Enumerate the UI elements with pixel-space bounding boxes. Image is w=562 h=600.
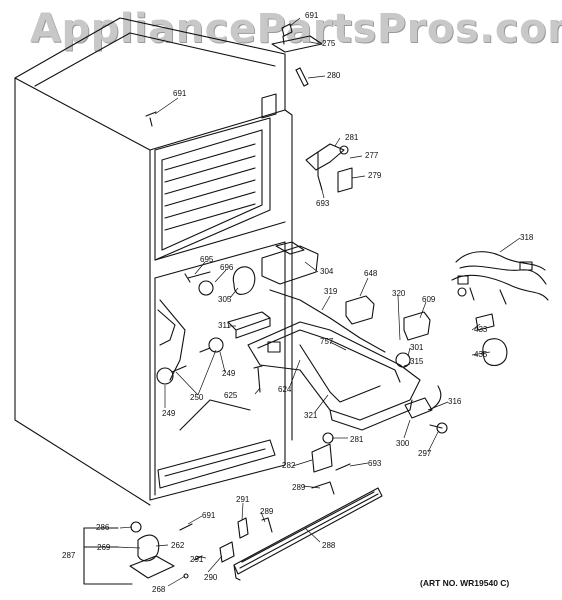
part-label: 625 (224, 391, 238, 400)
part-label: 269 (97, 543, 111, 552)
part-label: 289 (260, 507, 274, 516)
part-labels: 691 275 280 691 281 277 279 693 318 695 696 304 648 3… (62, 11, 534, 594)
part-label: 321 (304, 411, 318, 420)
part-label: 291 (190, 555, 204, 564)
part-label: 624 (278, 385, 292, 394)
part-label: 291 (236, 495, 250, 504)
top-parts (145, 23, 353, 193)
part-label: 281 (345, 133, 359, 142)
part-label: 316 (448, 397, 462, 406)
left-small-parts (156, 266, 263, 393)
part-label: 249 (222, 369, 236, 378)
part-label: 433 (474, 325, 488, 334)
refrigerator-cabinet (14, 17, 293, 506)
part-label: 300 (396, 439, 410, 448)
part-label: 609 (422, 295, 436, 304)
part-label: 691 (305, 11, 319, 20)
part-label: 268 (152, 585, 166, 594)
control-housing (227, 241, 508, 434)
part-label: 277 (365, 151, 379, 160)
wiring-harness (451, 251, 549, 305)
part-label: 693 (368, 459, 382, 468)
part-label: 280 (327, 71, 341, 80)
part-label: 279 (368, 171, 382, 180)
part-label: 691 (173, 89, 187, 98)
part-label: 297 (418, 449, 432, 458)
part-label: 320 (392, 289, 406, 298)
part-label: 250 (190, 393, 204, 402)
toe-grille (179, 487, 383, 581)
leader-lines (115, 17, 521, 587)
part-label: 695 (200, 255, 214, 264)
part-label: 435 (474, 350, 488, 359)
part-label: 262 (171, 541, 185, 550)
part-label: 289 (292, 483, 306, 492)
part-label: 275 (322, 39, 336, 48)
part-label: 319 (324, 287, 338, 296)
part-label: 318 (520, 233, 534, 242)
art-number: (ART NO. WR19540 C) (420, 578, 510, 588)
part-label: 304 (320, 267, 334, 276)
part-label: 281 (350, 435, 364, 444)
lower-right-parts (311, 432, 351, 495)
part-label: 286 (96, 523, 110, 532)
part-label: 305 (218, 295, 232, 304)
watermark-logo: AppliancePartsPros.com (30, 6, 562, 52)
part-label: 287 (62, 551, 76, 560)
part-label: 282 (282, 461, 296, 470)
part-label: 696 (220, 263, 234, 272)
part-label: 290 (204, 573, 218, 582)
part-label: 311 (218, 321, 231, 330)
part-label: 288 (322, 541, 336, 550)
part-label: 249 (162, 409, 176, 418)
part-label: 757 (320, 337, 334, 346)
part-label: 301 (410, 343, 424, 352)
part-label: 315 (410, 357, 424, 366)
part-label: 648 (364, 269, 378, 278)
part-label: 691 (202, 511, 216, 520)
part-label: 693 (316, 199, 330, 208)
